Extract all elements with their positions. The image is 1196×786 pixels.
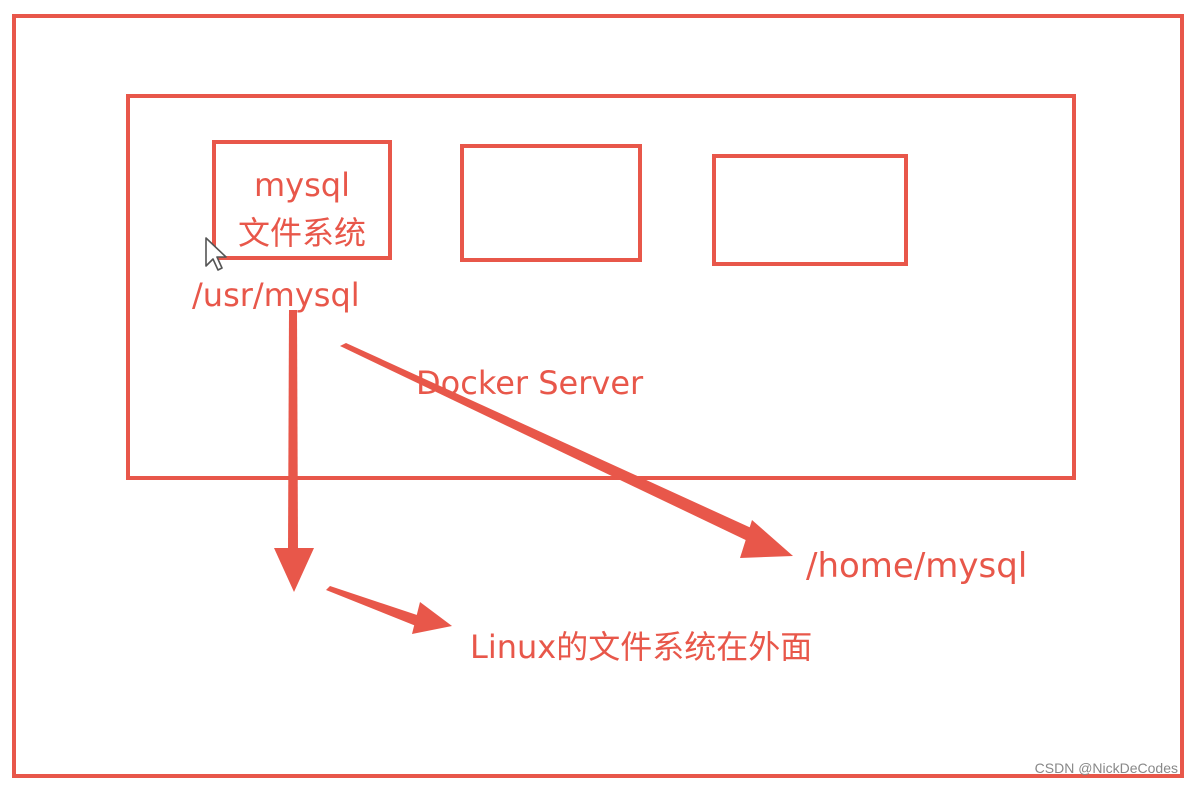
docker-server-label: Docker Server (416, 364, 644, 402)
container-path-label: /usr/mysql (192, 276, 360, 314)
container-box-2 (460, 144, 642, 262)
container-box-3 (712, 154, 908, 266)
outer-linux-frame (12, 14, 1184, 778)
container-mysql-label: mysql (254, 166, 350, 204)
host-filesystem-label: Linux的文件系统在外面 (470, 628, 813, 666)
host-path-label: /home/mysql (806, 546, 1028, 586)
watermark: CSDN @NickDeCodes (1034, 760, 1178, 776)
container-filesystem-label: 文件系统 (237, 214, 366, 252)
mysql-container-box (212, 140, 392, 260)
mouse-pointer-icon (205, 237, 227, 271)
